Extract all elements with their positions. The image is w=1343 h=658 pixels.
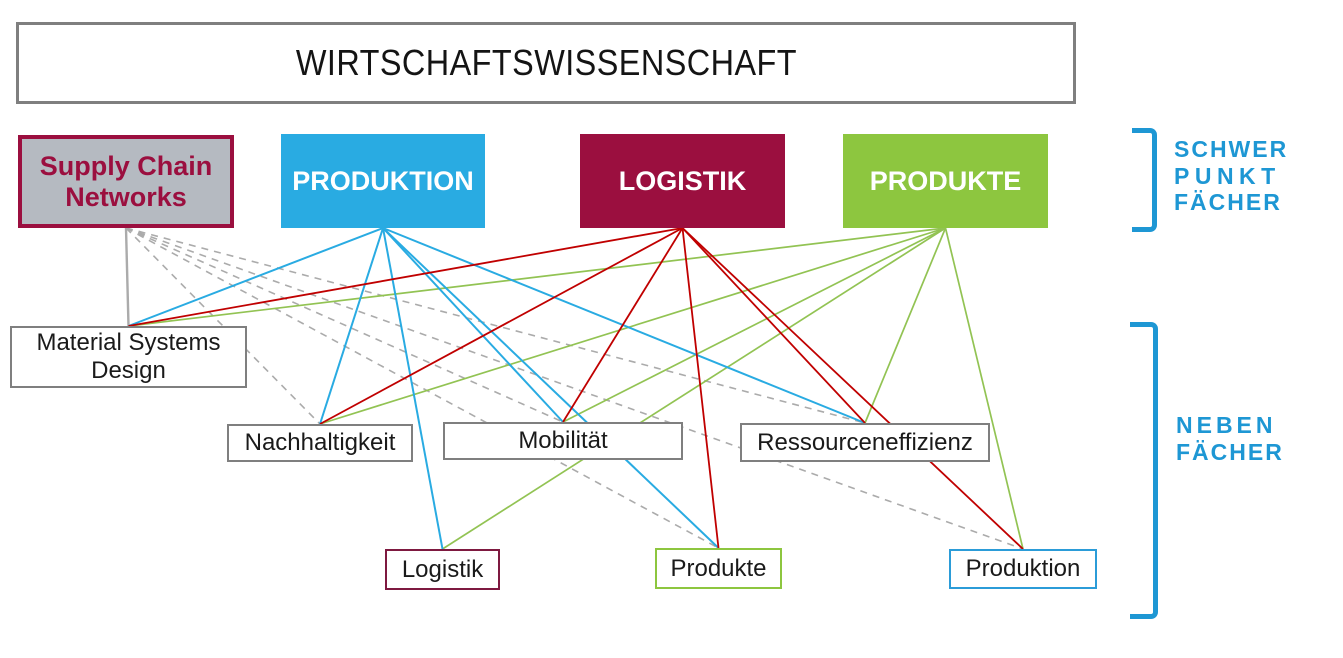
minor-box-logistik: Logistik [385,549,500,590]
minor-label-mobilitaet: Mobilität [518,427,608,454]
major-label-logistik: LOGISTIK [618,165,747,196]
minor-box-ressourceneffizienz: Ressourceneffizienz [740,423,990,462]
major-label-produktion: PRODUKTION [292,165,474,196]
minor-box-nachhaltigkeit: Nachhaltigkeit [227,424,413,462]
minor-box-mobilitaet: Mobilität [443,422,683,460]
minor-box-produkte: Produkte [655,548,782,589]
minor-label-nachhaltigkeit: Nachhaltigkeit [244,429,396,456]
minor-label-material-systems-design: Material Systems Design [36,329,221,384]
bracket-schwerpunktfaecher [1132,128,1157,232]
major-box-produkte: PRODUKTE [843,134,1048,228]
minor-box-produktion: Produktion [949,549,1097,589]
label-schwerpunktfaecher: SCHWER PUNKT FÄCHER [1174,136,1289,215]
minor-box-material-systems-design: Material Systems Design [10,326,247,388]
minor-label-produkte: Produkte [670,554,767,582]
minor-label-ressourceneffizienz: Ressourceneffizienz [757,428,973,456]
bracket-nebenfaecher [1130,322,1158,619]
minor-label-produktion: Produktion [965,555,1081,582]
major-box-logistik: LOGISTIK [580,134,785,228]
faculty-title-box: WIRTSCHAFTSWISSENSCHAFT [16,22,1076,104]
minor-label-logistik: Logistik [401,555,484,583]
label-nebenfaecher: NEBEN FÄCHER [1176,412,1284,465]
major-box-produktion: PRODUKTION [281,134,485,228]
faculty-title: WIRTSCHAFTSWISSENSCHAFT [295,42,797,83]
major-label-supply-chain-networks: Supply Chain Networks [39,150,213,212]
major-box-supply-chain-networks: Supply Chain Networks [18,135,234,228]
major-label-produkte: PRODUKTE [869,165,1022,196]
